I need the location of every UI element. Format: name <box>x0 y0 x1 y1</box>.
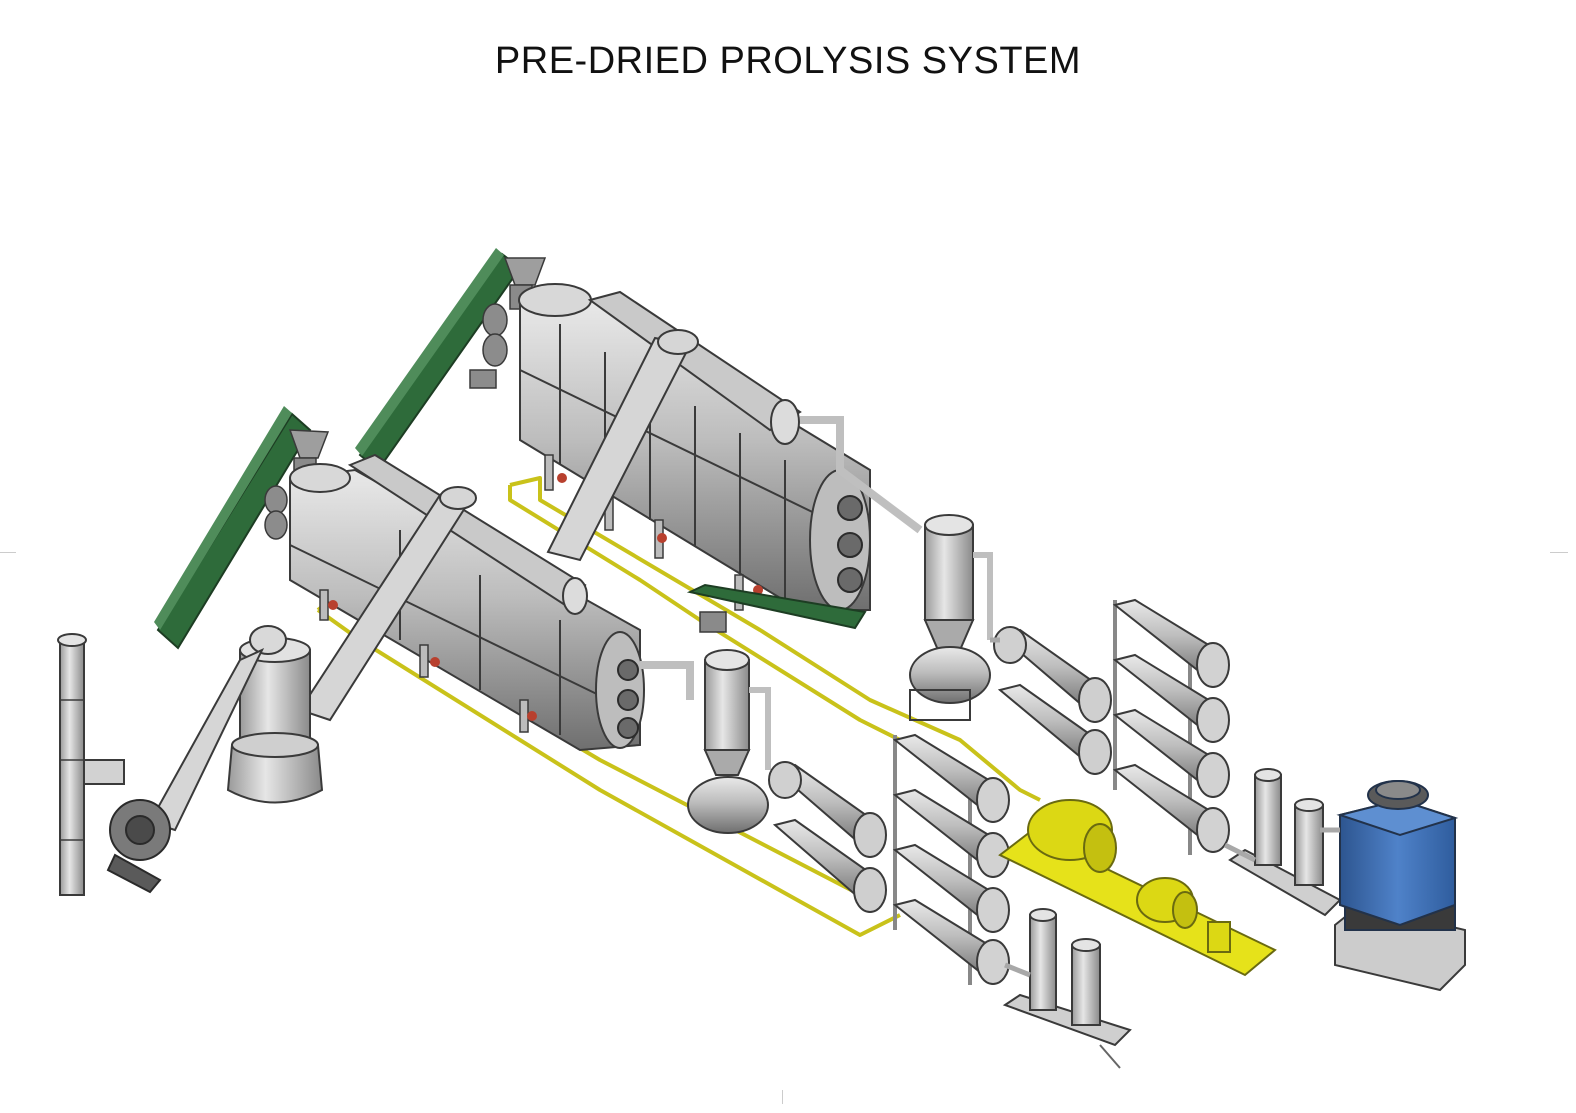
exhaust-chimney <box>57 633 125 896</box>
gas-separator-upper <box>800 416 993 721</box>
feed-conveyor-upper <box>355 248 547 472</box>
condenser-rack-lower <box>892 733 1010 985</box>
discharge-conveyor <box>686 583 867 633</box>
water-seal-tanks-lower <box>1002 908 1132 1069</box>
pyrolysis-reactor-lower <box>264 453 645 752</box>
fan-duct <box>148 647 265 832</box>
water-seal-tanks-upper <box>1228 768 1342 917</box>
oil-tank-skid <box>998 799 1277 977</box>
pyrolysis-reactor-upper <box>469 283 871 611</box>
horizontal-condenser-lower <box>768 761 887 913</box>
induced-draft-fan <box>106 799 171 894</box>
horizontal-condenser-upper <box>993 626 1112 775</box>
edge-mark-right <box>1550 552 1568 553</box>
cyclone-dust-collector <box>226 625 324 804</box>
process-piping <box>990 637 1340 978</box>
condenser-rack-upper <box>1112 598 1230 855</box>
cooling-tower <box>1334 780 1466 992</box>
edge-mark-left <box>0 552 16 553</box>
diagram-title: PRE-DRIED PROLYSIS SYSTEM <box>494 40 1082 82</box>
gas-separator-lower <box>640 649 771 834</box>
flue-duct <box>298 329 699 722</box>
edge-mark-bottom <box>782 1090 783 1104</box>
